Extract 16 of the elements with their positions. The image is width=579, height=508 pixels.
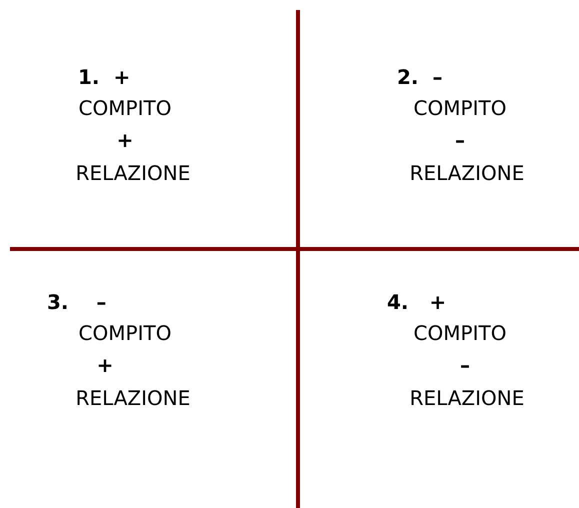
axis-label: RELAZIONE	[410, 161, 524, 185]
axis-label: COMPITO	[78, 96, 172, 120]
axis-label: COMPITO	[414, 96, 506, 120]
axis-label: COMPITO	[78, 321, 172, 345]
axis-label: RELAZIONE	[410, 386, 524, 410]
sign-symbol: –	[460, 353, 470, 377]
quadrant-heading: 1. +	[78, 65, 130, 89]
quadrant-heading: 2. –	[397, 65, 442, 89]
axis-label: COMPITO	[414, 321, 506, 345]
quadrant-heading: 4. +	[387, 290, 446, 314]
sign-symbol: +	[96, 353, 114, 377]
sign-symbol: +	[116, 128, 134, 152]
axis-label: RELAZIONE	[76, 161, 190, 185]
axis-label: RELAZIONE	[76, 386, 190, 410]
sign-symbol: –	[455, 128, 465, 152]
quadrant-heading: 3. –	[47, 290, 106, 314]
